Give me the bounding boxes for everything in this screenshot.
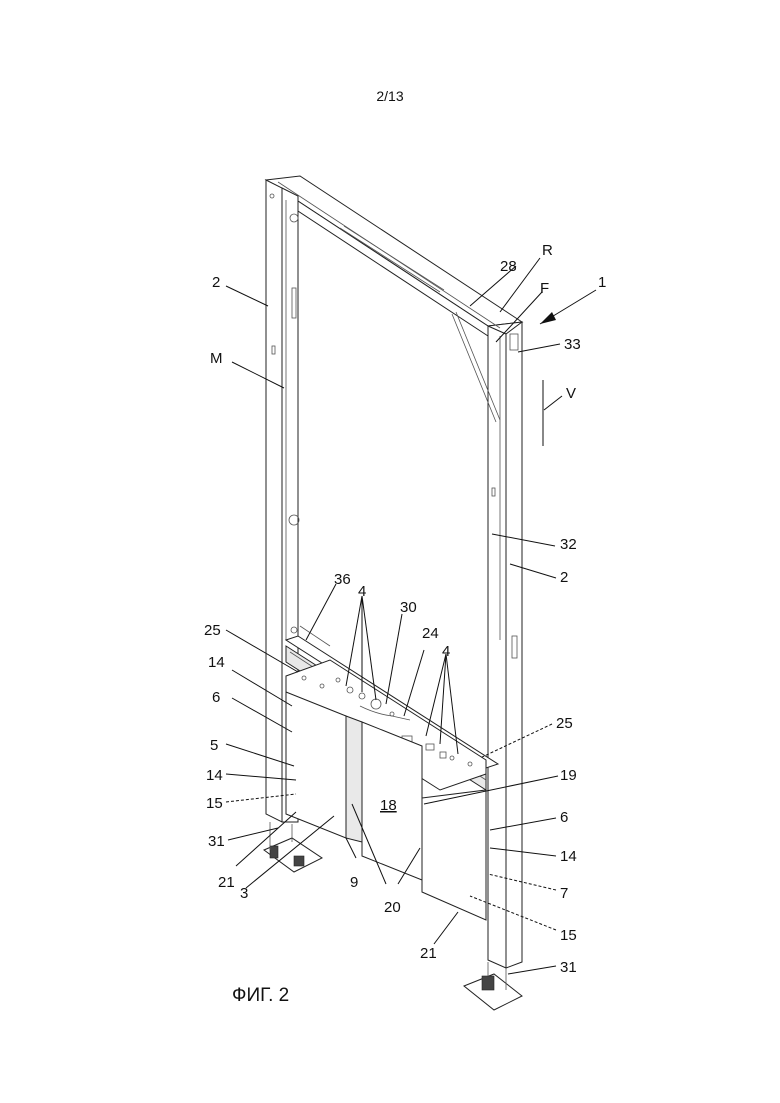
- label-4-left: 4: [358, 583, 366, 600]
- label-21-right: 21: [420, 945, 437, 962]
- label-4-right: 4: [442, 643, 450, 660]
- label-M: M: [210, 350, 223, 367]
- label-2-right: 2: [560, 569, 568, 586]
- label-6-left: 6: [212, 689, 220, 706]
- label-2-left: 2: [212, 274, 220, 291]
- label-36: 36: [334, 571, 351, 588]
- label-18: 18: [380, 797, 397, 814]
- right-foot: [464, 962, 522, 1010]
- label-14-a: 14: [208, 654, 225, 671]
- label-25-right: 25: [556, 715, 573, 732]
- label-33: 33: [564, 336, 581, 353]
- label-31-left: 31: [208, 833, 225, 850]
- label-30: 30: [400, 599, 417, 616]
- right-panel: [422, 790, 486, 920]
- label-R: R: [542, 242, 553, 259]
- label-28: 28: [500, 258, 517, 275]
- label-9: 9: [350, 874, 358, 891]
- figure-caption: ФИГ. 2: [232, 985, 289, 1007]
- label-14-b: 14: [206, 767, 223, 784]
- label-5: 5: [210, 737, 218, 754]
- label-1: 1: [598, 274, 606, 291]
- label-31-right: 31: [560, 959, 577, 976]
- label-25-left: 25: [204, 622, 221, 639]
- label-F: F: [540, 280, 549, 297]
- label-15-right: 15: [560, 927, 577, 944]
- top-beam: [266, 176, 522, 336]
- label-15-left: 15: [206, 795, 223, 812]
- label-6-right: 6: [560, 809, 568, 826]
- label-7: 7: [560, 885, 568, 902]
- label-3: 3: [240, 885, 248, 902]
- label-19: 19: [560, 767, 577, 784]
- label-V: V: [566, 385, 576, 402]
- label-21-left: 21: [218, 874, 235, 891]
- label-14-c: 14: [560, 848, 577, 865]
- label-32: 32: [560, 536, 577, 553]
- label-20: 20: [384, 899, 401, 916]
- label-24: 24: [422, 625, 439, 642]
